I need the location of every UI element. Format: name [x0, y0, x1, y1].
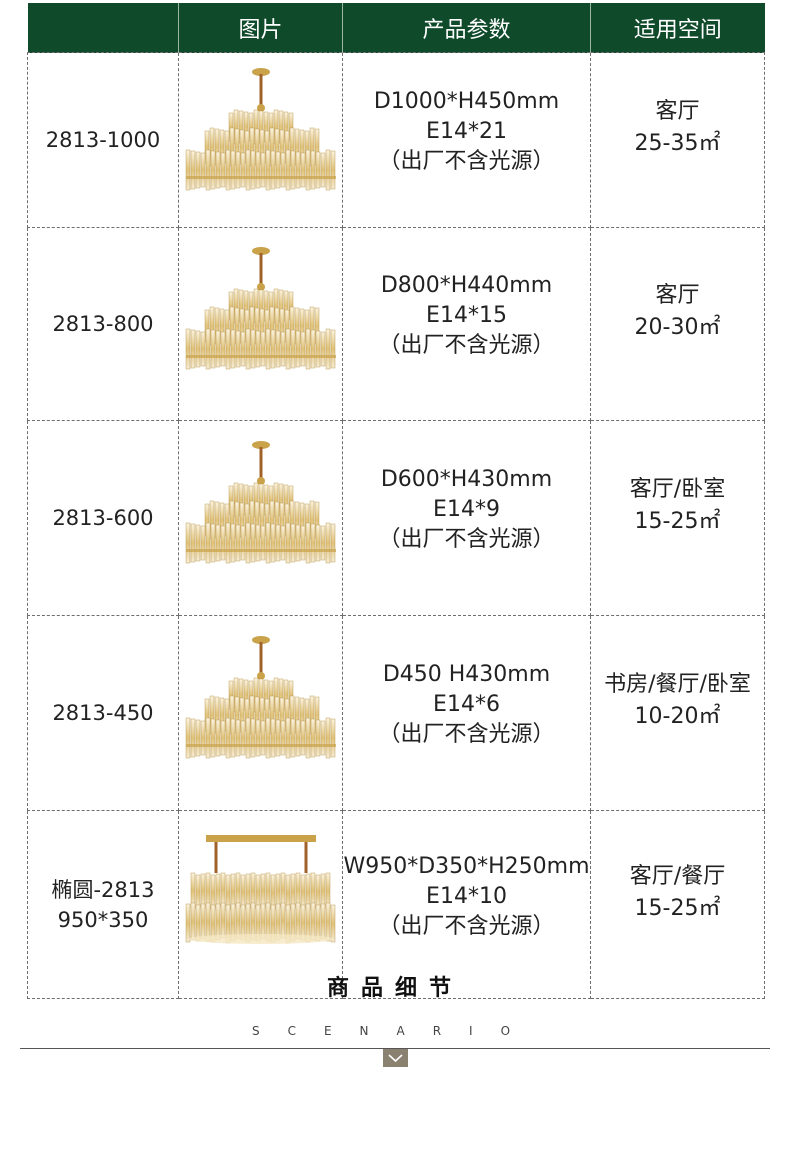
area-text: 15-25㎡: [634, 509, 721, 534]
table-header-row: 图片 产品参数 适用空间: [27, 3, 765, 53]
dimension-text: D450 H430mm: [382, 662, 551, 687]
dimension-text: D600*H430mm: [380, 467, 553, 492]
space-cell: 客厅/餐厅 15-25㎡: [590, 810, 765, 999]
model-text: 2813-800: [52, 312, 154, 336]
note-text: （出厂不含光源）: [378, 913, 555, 939]
model-size-text: 950*350: [57, 907, 149, 932]
model-cell: 2813-800: [27, 227, 179, 421]
params-cell: D450 H430mm E14*6 （出厂不含光源）: [342, 615, 591, 811]
header-params: 产品参数: [342, 3, 591, 53]
model-cell: 2813-600: [27, 420, 179, 616]
room-text: 客厅: [655, 283, 700, 308]
space-cell: 客厅/卧室 15-25㎡: [590, 420, 765, 616]
bulb-text: E14*9: [433, 497, 500, 522]
model-cell: 2813-1000: [27, 52, 179, 228]
note-text: （出厂不含光源）: [378, 527, 555, 552]
model-cell: 2813-450: [27, 615, 179, 811]
note-text: （出厂不含光源）: [378, 722, 555, 747]
section-title: 商品细节: [326, 976, 463, 1001]
params-cell: W950*D350*H250mm E14*10 （出厂不含光源）: [342, 810, 591, 999]
oval-crystal-chandelier-image: [178, 810, 343, 999]
divider: [20, 1048, 770, 1049]
round-crystal-chandelier-image: [178, 52, 343, 228]
table-row: 椭圆-2813 950*350 W950*D350*H250mm E14*10 …: [27, 810, 765, 999]
round-crystal-chandelier-image: [178, 420, 343, 616]
header-image: 图片: [178, 3, 343, 53]
area-text: 15-25㎡: [634, 895, 721, 921]
bulb-text: E14*15: [426, 303, 507, 328]
area-text: 25-35㎡: [634, 131, 721, 156]
params-cell: D600*H430mm E14*9 （出厂不含光源）: [342, 420, 591, 616]
bulb-text: E14*10: [426, 883, 507, 909]
section-subtitle: SCENARIO: [251, 1024, 539, 1038]
bulb-text: E14*6: [433, 692, 500, 717]
room-text: 客厅/卧室: [629, 477, 726, 502]
header-space: 适用空间: [590, 3, 765, 53]
params-cell: D1000*H450mm E14*21 （出厂不含光源）: [342, 52, 591, 228]
params-cell: D800*H440mm E14*15 （出厂不含光源）: [342, 227, 591, 421]
dimension-text: W950*D350*H250mm: [343, 853, 590, 879]
room-text: 客厅/餐厅: [629, 863, 726, 889]
bulb-text: E14*21: [426, 119, 507, 144]
space-cell: 客厅 20-30㎡: [590, 227, 765, 421]
table-row: 2813-800 D800*H440mm E14*15 （出厂不含光源） 客厅 …: [27, 227, 765, 421]
area-text: 10-20㎡: [634, 704, 721, 729]
area-text: 20-30㎡: [634, 315, 721, 340]
room-text: 客厅: [655, 99, 700, 124]
round-crystal-chandelier-image: [178, 615, 343, 811]
table-row: 2813-600 D600*H430mm E14*9 （出厂不含光源） 客厅/卧…: [27, 420, 765, 616]
model-text: 2813-600: [52, 506, 154, 530]
dimension-text: D800*H440mm: [380, 273, 553, 298]
model-cell: 椭圆-2813 950*350: [27, 810, 179, 999]
spec-table: 图片 产品参数 适用空间 2813-1000 D1000*H450mm E14*…: [27, 3, 765, 999]
round-crystal-chandelier-image: [178, 227, 343, 421]
table-row: 2813-1000 D1000*H450mm E14*21 （出厂不含光源） 客…: [27, 52, 765, 228]
space-cell: 书房/餐厅/卧室 10-20㎡: [590, 615, 765, 811]
table-row: 2813-450 D450 H430mm E14*6 （出厂不含光源） 书房/餐…: [27, 615, 765, 811]
model-text: 椭圆-2813: [51, 877, 155, 902]
model-text: 2813-450: [52, 701, 154, 725]
model-text: 2813-1000: [45, 128, 161, 152]
dimension-text: D1000*H450mm: [373, 89, 560, 114]
chevron-down-icon: [383, 1049, 408, 1067]
header-model: [27, 3, 179, 53]
space-cell: 客厅 25-35㎡: [590, 52, 765, 228]
note-text: （出厂不含光源）: [378, 333, 555, 358]
note-text: （出厂不含光源）: [378, 149, 555, 174]
room-text: 书房/餐厅/卧室: [604, 672, 751, 697]
